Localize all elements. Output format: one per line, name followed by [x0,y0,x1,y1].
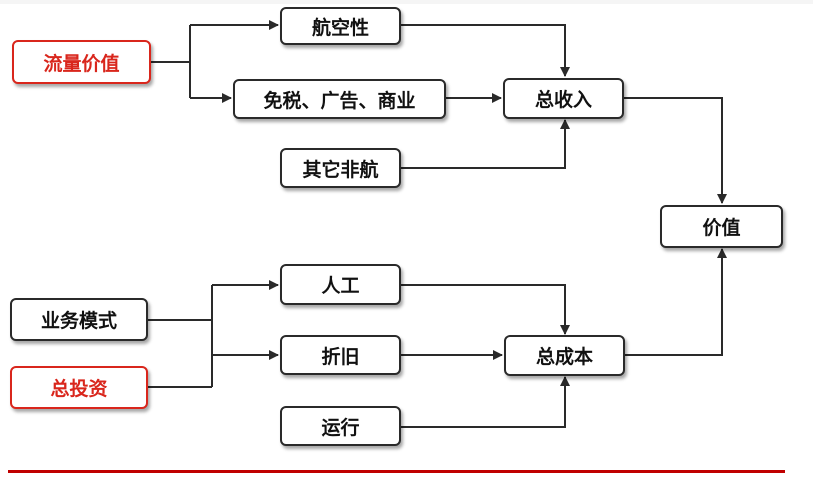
node-total-revenue: 总收入 [503,78,624,119]
node-depreciation: 折旧 [280,335,401,375]
link-operation-to-cost [401,376,570,428]
node-labor: 人工 [280,264,401,305]
link-other-to-revenue [401,119,570,169]
link-traffic-trunk [151,25,191,98]
link-labor-to-cost [401,284,570,335]
node-business-model: 业务模式 [10,298,148,341]
bottom-rule [8,470,785,473]
node-other-non-aero: 其它非航 [280,148,401,188]
top-edge [0,0,813,4]
link-cost-to-value [625,248,727,356]
link-revenue-to-value [624,97,727,204]
node-total-cost: 总成本 [504,335,625,376]
node-duty-free-ads-commerce: 免税、广告、商业 [233,79,446,119]
node-value: 价值 [660,205,783,248]
node-traffic-value: 流量价值 [12,40,151,84]
node-aviation: 航空性 [280,7,401,45]
node-operation: 运行 [280,406,401,446]
node-total-investment: 总投资 [10,366,148,409]
link-aviation-to-revenue [401,24,570,77]
